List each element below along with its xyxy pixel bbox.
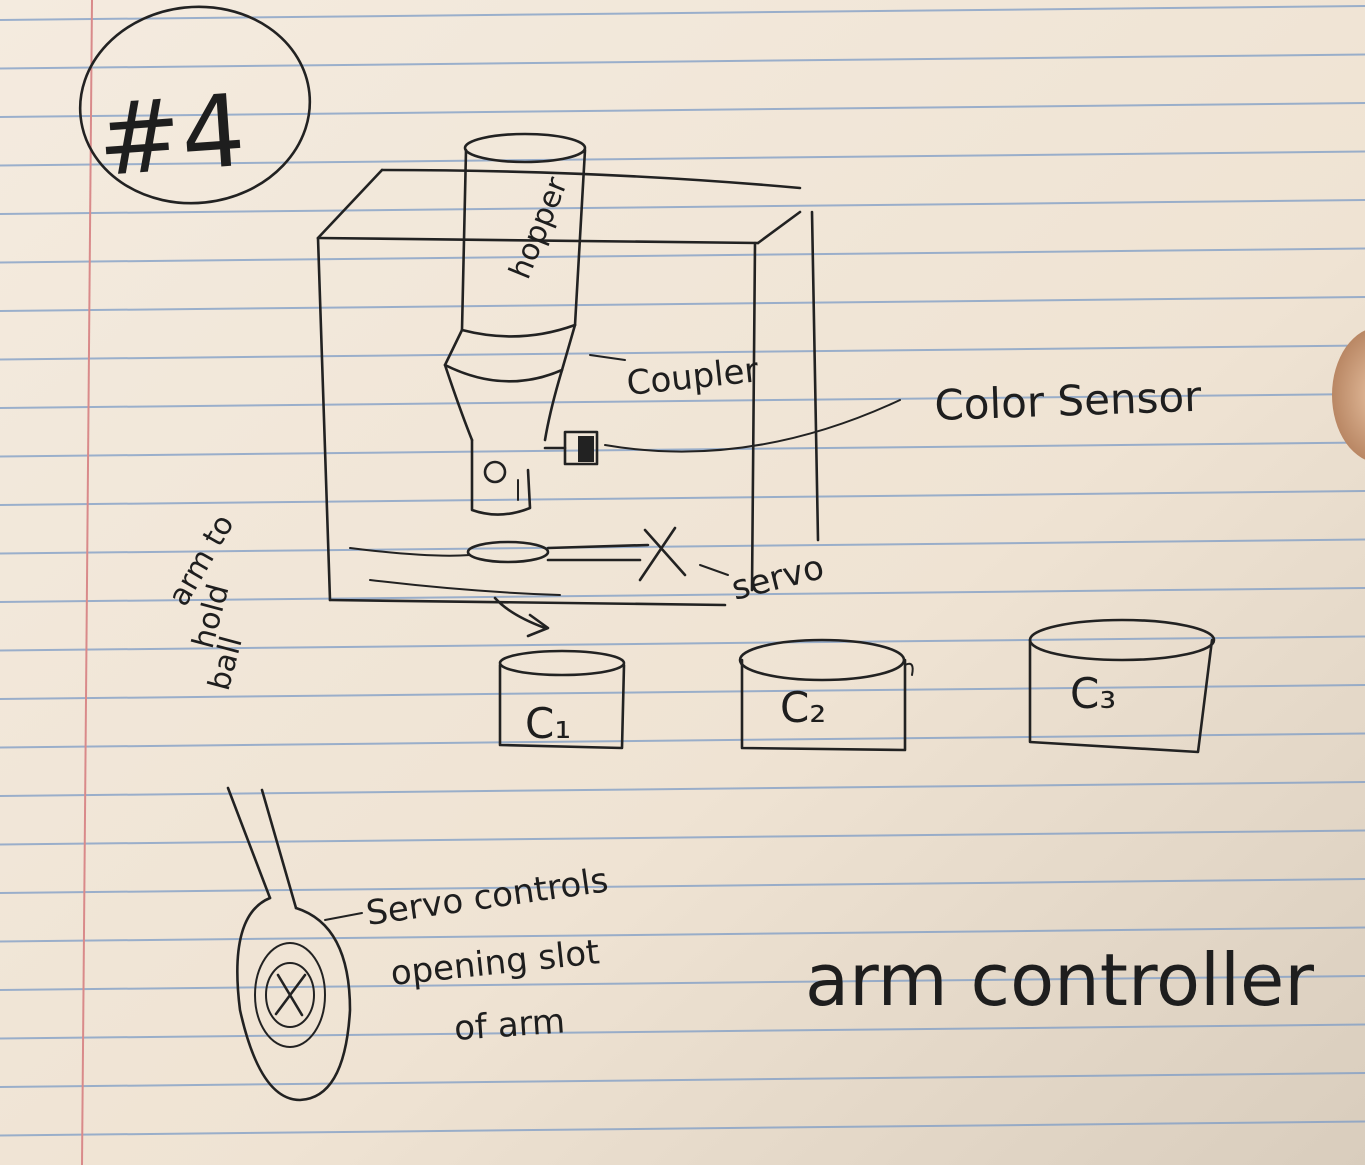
rule-line	[0, 393, 1365, 409]
color-sensor	[543, 399, 901, 466]
rule-line	[0, 635, 1365, 652]
page-number-circle	[78, 5, 312, 205]
rule-line	[0, 344, 1365, 361]
color-sensor-label: Color Sensor	[934, 372, 1203, 430]
container-3: C₃	[1028, 618, 1216, 754]
rule-line	[0, 684, 1365, 700]
svg-text:C₁: C₁	[525, 699, 571, 748]
rule-line	[0, 490, 1365, 506]
arm-detail-sketch	[226, 786, 363, 1102]
rule-line	[0, 296, 1365, 312]
servo-mark	[638, 526, 729, 582]
container-1: C₁	[498, 649, 626, 750]
rule-line	[0, 829, 1365, 846]
hopper	[460, 132, 587, 338]
svg-text:C₂: C₂	[780, 683, 826, 732]
rule-line	[0, 247, 1365, 264]
rule-line	[0, 975, 1365, 991]
rule-line	[0, 150, 1365, 167]
rule-line	[0, 732, 1365, 749]
svg-text:of arm: of arm	[453, 1001, 566, 1049]
rule-line	[0, 102, 1365, 118]
arm	[349, 540, 650, 564]
rule-line	[0, 587, 1365, 603]
rule-line	[0, 53, 1365, 70]
rule-line	[0, 1120, 1365, 1137]
rule-line	[0, 5, 1365, 21]
arm-controller-label: arm controller	[805, 938, 1314, 1022]
rule-line	[0, 1072, 1365, 1088]
drop-arrow	[369, 579, 561, 638]
sensor-chute	[470, 438, 532, 516]
rule-line	[0, 441, 1365, 458]
rule-line	[0, 878, 1365, 894]
thumb	[1332, 330, 1365, 460]
page-number: #4	[94, 72, 249, 199]
ruled-lines	[0, 5, 1365, 1137]
svg-text:C₃: C₃	[1070, 669, 1116, 718]
rule-line	[0, 781, 1365, 797]
container-2: C₂	[738, 638, 914, 752]
rule-line	[0, 926, 1365, 943]
rule-line	[0, 538, 1365, 555]
frame-structure	[316, 168, 820, 607]
coupler	[443, 323, 626, 442]
rule-line	[0, 1023, 1365, 1040]
margin-line	[81, 0, 93, 1165]
rule-line	[0, 199, 1365, 215]
